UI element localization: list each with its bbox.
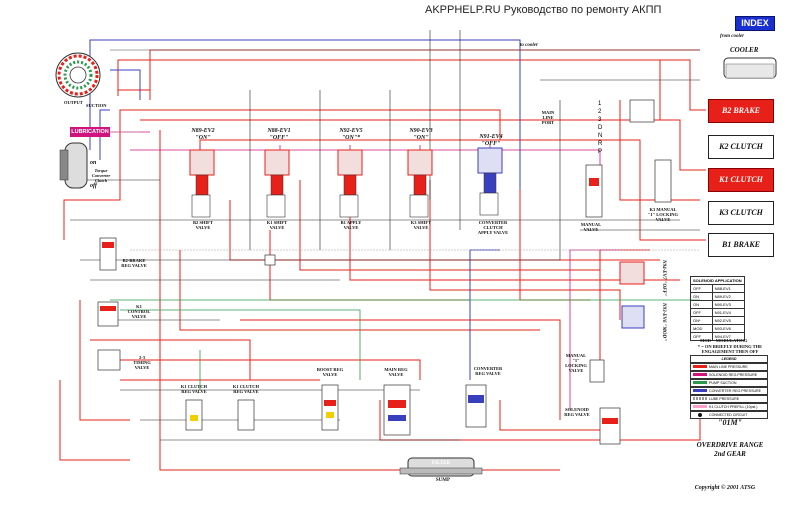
solenoid-ev2-icon: [189, 149, 215, 218]
site-header: AKPPHELP.RU Руководство по ремонту АКПП: [425, 4, 662, 16]
boost-reg-valve-label: BOOST REG VALVE: [316, 367, 344, 377]
table-row: ON*N92-EV5: [690, 316, 745, 325]
tcc-label: Torque Converter Clutch: [91, 168, 111, 183]
converter-circuits: [89, 39, 521, 380]
solenoid-ev4-name: N91-EV4: [479, 134, 503, 140]
gear-3: 3: [598, 117, 602, 123]
tcc-off-label: off: [90, 183, 97, 189]
cooler-label: COOLER: [730, 46, 759, 54]
cooler-icon: [723, 57, 777, 79]
b1-apply-valve-label: B1 APPLY VALVE: [340, 220, 362, 230]
main-line-swatch: [693, 365, 707, 369]
mod-note: MOD = MODULATING: [700, 338, 748, 343]
gear-d: D: [598, 125, 603, 131]
converter-reg-swatch: [693, 389, 707, 393]
main-line-port-label: MAIN LINE PORT: [541, 110, 555, 125]
solenoid-ev5-icon: [337, 149, 363, 218]
solenoid-ev6-icon: [621, 305, 645, 329]
sump-label: SUMP: [435, 478, 451, 483]
solenoid-ev3-name: N90-EV3: [409, 128, 433, 134]
b2-shift-valve-label: B2 SHIFT VALVE: [193, 220, 213, 230]
k1-clutch-reg-valve-label: K1 CLUTCH REG VALVE: [180, 384, 208, 394]
k1-prefill-swatch: [693, 405, 707, 409]
gear-p: P: [598, 149, 603, 155]
solenoid-ev1-icon: [264, 149, 290, 218]
k1-control-valve-label: K1 CONTROL VALVE: [127, 304, 151, 319]
manual-1-locking-valve-label: MANUAL "1" LOCKING VALVE: [565, 353, 587, 373]
solenoid-ev5-name: N92-EV5: [339, 128, 363, 134]
pump-suction-swatch: [693, 381, 707, 385]
legend: LEGEND MAIN LINE PRESSURE SOLENOID REG.P…: [690, 354, 768, 419]
converter-reg-valve-label: CONVERTER REG VALVE: [473, 366, 503, 376]
gear-n: N: [598, 133, 603, 139]
gear-selector: 1 2 3 D N R P: [598, 100, 602, 156]
gear-label: 2nd GEAR: [714, 450, 746, 458]
lubrication-label: LUBRICATION: [70, 127, 110, 137]
pump-gear-icon: [55, 52, 101, 98]
solenoid-ev5-state: "ON"*: [341, 135, 361, 141]
manual-valve-label: MANUAL VALVE: [580, 222, 602, 232]
solenoid-ev6-label: N93-EV6 "MOD": [661, 303, 666, 341]
k1-clutch-reg-valve-2-label: K1 CLUTCH REG VALVE: [232, 384, 260, 394]
solenoid-ev4-icon: [477, 147, 503, 216]
exhaust-connected-lines: [70, 30, 700, 441]
b1-brake-box: B1 BRAKE: [708, 233, 774, 257]
k2-clutch-box: K2 CLUTCH: [708, 135, 774, 159]
filter-sump-icon: [399, 457, 483, 477]
solenoid-reg-valve-label: SOLENOID REG VALVE: [564, 407, 590, 417]
solenoid-ev1-state: "OFF": [269, 135, 289, 141]
solenoid-reg-circuits: [110, 131, 620, 410]
tcc-on-label: on: [90, 160, 97, 166]
torque-converter-icon: [59, 142, 88, 189]
b2-brake-reg-valve-label: B2-BRAKE REG VALVE: [121, 258, 147, 268]
timing-valve-label: 2-3 TIMING VALVE: [133, 355, 151, 370]
solenoid-ev2-state: "ON": [195, 135, 211, 141]
legend-item: CONNECTED CIRCUIT: [690, 410, 768, 419]
connected-circuit-swatch: [698, 412, 702, 417]
solenoid-ev1-name: N88-EV1: [267, 128, 291, 134]
on-briefly-note: * = ON BRIEFLY DURING THE ENGAGEMENT THE…: [697, 344, 763, 354]
b2-brake-box: B2 BRAKE: [708, 99, 774, 123]
model-label: "01M": [718, 418, 742, 427]
suction-circuits: [110, 299, 700, 390]
output-label: OUTPUT: [64, 100, 83, 105]
valve-spools: [100, 178, 618, 424]
solenoid-reg-swatch: [693, 373, 707, 377]
solenoid-ev4-state: "OFF": [481, 141, 501, 147]
gear-r: R: [598, 141, 603, 147]
k3-clutch-box: K3 CLUTCH: [708, 201, 774, 225]
k3-manual-locking-valve-label: K3 MANUAL "1" LOCKING VALVE: [647, 207, 679, 222]
main-reg-valve-label: MAIN REG VALVE: [384, 367, 408, 377]
k1-shift-valve-label: K1 SHIFT VALVE: [266, 220, 288, 230]
filter-label: FILTER: [431, 461, 451, 466]
lube-circuits: [110, 131, 700, 251]
range-label: OVERDRIVE RANGE: [696, 441, 764, 449]
lube-swatch: [693, 397, 707, 401]
solenoid-ev2-name: N89-EV2: [191, 128, 215, 134]
solenoid-ev3-icon: [407, 149, 433, 218]
to-cooler-label: to cooler: [520, 43, 538, 48]
solenoid-table-title: SOLENOID APPLICATION: [690, 276, 745, 285]
gear-1: 1: [598, 101, 602, 107]
copyright: Copyright © 2001 ATSG: [694, 485, 756, 491]
gear-2: 2: [598, 109, 602, 115]
k1-clutch-box: K1 CLUTCH: [708, 168, 774, 192]
solenoid-ev7-icon: [619, 261, 645, 285]
suction-label: SUCTION: [86, 103, 107, 108]
index-button[interactable]: INDEX: [735, 16, 775, 31]
solenoid-ev7-label: N94-EV7 "OFF": [661, 260, 666, 297]
from-cooler-label: from cooler: [720, 34, 745, 39]
solenoid-ev3-state: "ON": [413, 135, 429, 141]
k3-shift-valve-label: K3 SHIFT VALVE: [410, 220, 432, 230]
converter-clutch-apply-valve-label: CONVERTER CLUTCH APPLY VALVE: [477, 220, 509, 235]
